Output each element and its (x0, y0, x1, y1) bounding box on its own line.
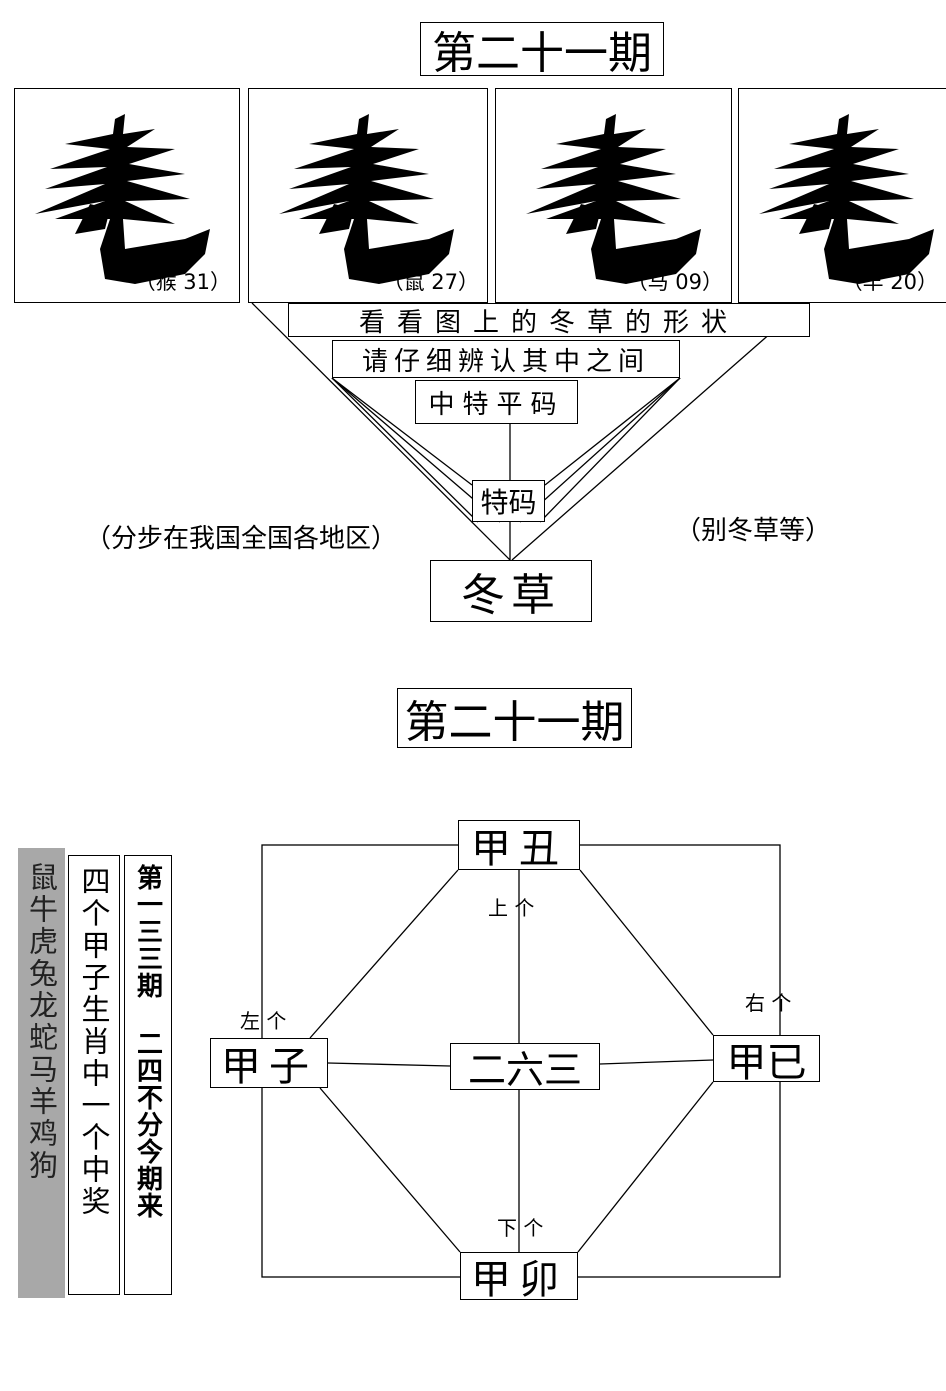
instruction-line-2: 请仔细辨认其中之间 (332, 340, 680, 378)
panel-caption: （马 09） (626, 270, 723, 294)
node-center: 二六三 (450, 1043, 600, 1092)
note-right: （别冬草等） (675, 516, 832, 546)
plant-panel-2: （鼠 27） (248, 88, 488, 303)
plant-panel-3: （马 09） (495, 88, 732, 303)
special-code-box: 特码 (472, 480, 545, 522)
panel-caption: （猴 31） (134, 270, 231, 294)
bottom-title: 第二十一期 (397, 688, 632, 748)
note-left: （分步在我国全国各地区） (85, 524, 398, 554)
node-left: 甲子 (210, 1038, 328, 1090)
label-up: 上 个 (488, 896, 535, 920)
label-left: 左 个 (240, 1009, 287, 1033)
panel-caption: （羊 20） (841, 270, 938, 294)
top-title: 第二十一期 (420, 22, 664, 79)
hint-column: 四个甲子生肖中一个中奖 (68, 855, 120, 1295)
panel-caption: （鼠 27） (382, 270, 479, 294)
label-right: 右 个 (745, 991, 792, 1015)
node-right: 甲已 (713, 1035, 820, 1086)
plant-panel-4: （羊 20） (738, 88, 946, 303)
period-column: 第一三三期 二四不分今期来 (124, 855, 172, 1295)
node-top: 甲丑 (458, 820, 580, 872)
plant-panel-1: （猴 31） (14, 88, 240, 303)
answer-box: 冬草 (430, 560, 592, 622)
instruction-line-1: 看看图上的冬草的形状 (288, 303, 810, 338)
label-down: 下 个 (497, 1216, 544, 1240)
zodiac-column: 鼠牛虎兔龙蛇马羊鸡狗 (18, 848, 65, 1298)
node-bottom: 甲卯 (460, 1252, 578, 1303)
instruction-line-3: 中特平码 (415, 380, 578, 424)
